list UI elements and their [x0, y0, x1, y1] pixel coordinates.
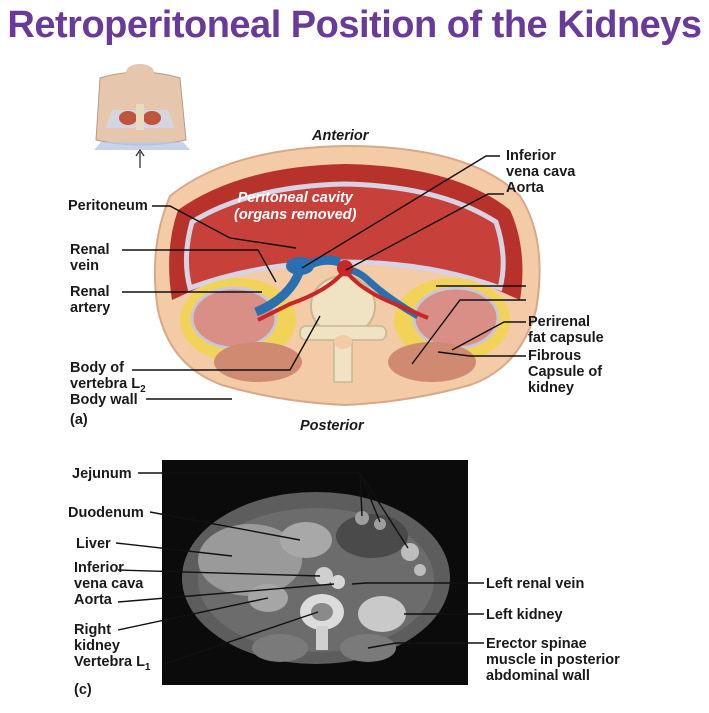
vertebra-l1-sub: 1	[144, 661, 151, 673]
leader-lines-c	[115, 472, 484, 665]
aorta-label-c: Aorta	[74, 592, 112, 608]
jejunum-label: Jejunum	[72, 466, 132, 482]
fibrous-line2: Capsule of	[528, 364, 603, 380]
renal-vein-line2: vein	[70, 258, 100, 274]
panel-a-label: (a)	[70, 412, 88, 428]
fibrous-capsule-label: Fibrous Capsule of kidney	[528, 348, 602, 396]
posterior-label: Posterior	[300, 418, 364, 434]
erector-spinae-label: Erector spinae muscle in posterior abdom…	[486, 636, 620, 684]
liver-label: Liver	[76, 536, 111, 552]
right-kidney-line1: Right	[74, 622, 112, 638]
ivc-a-line2: vena cava	[506, 164, 576, 180]
erector-line1: Erector spinae	[486, 636, 587, 652]
right-kidney-label: Right kidney Vertebra L1	[74, 622, 150, 676]
renal-vein-line1: Renal	[70, 242, 110, 258]
ivc-c-line1: Inferior	[74, 560, 124, 576]
ivc-label-c: Inferior vena cava Aorta	[74, 560, 143, 608]
leader-lines-a	[122, 155, 526, 400]
fibrous-line1: Fibrous	[528, 348, 582, 364]
peritoneal-cavity-line1: Peritoneal cavity	[237, 190, 353, 206]
fibrous-line3: kidney	[528, 380, 574, 396]
body-vertebra-sub: 2	[140, 383, 146, 395]
renal-artery-line1: Renal	[70, 284, 110, 300]
page-title: Retroperitoneal Position of the Kidneys	[7, 4, 702, 46]
renal-vein-label: Renal vein	[70, 242, 110, 274]
body-wall-label: Body wall	[70, 392, 138, 408]
body-vertebra-line1: Body of	[70, 360, 124, 376]
ivc-label-a: Inferior vena cava Aorta	[506, 148, 575, 196]
erector-line3: abdominal wall	[486, 668, 590, 684]
left-kidney-label: Left kidney	[486, 607, 563, 623]
vertebra-l1-label: Vertebra L	[74, 654, 145, 670]
perirenal-line1: Perirenal	[528, 314, 591, 330]
perirenal-line2: fat capsule	[528, 330, 604, 346]
left-renal-vein-label: Left renal vein	[486, 576, 585, 592]
cross-section	[153, 144, 541, 407]
erector-line2: muscle in posterior	[486, 652, 620, 668]
ivc-a-line1: Inferior	[506, 148, 556, 164]
peritoneum-label: Peritoneum	[68, 198, 148, 214]
panel-c-label: (c)	[74, 682, 92, 698]
peritoneal-cavity-label: Peritoneal cavity (organs removed)	[234, 190, 356, 224]
renal-artery-label: Renal artery	[70, 284, 110, 316]
ivc-c-line2: vena cava	[74, 576, 144, 592]
aorta-label-a: Aorta	[506, 180, 544, 196]
right-kidney-line2: kidney	[74, 638, 120, 654]
body-vertebra-line2: vertebra L	[70, 376, 141, 392]
perirenal-fat-label: Perirenal fat capsule	[528, 314, 604, 346]
torso-thumbnail	[94, 64, 190, 168]
renal-artery-line2: artery	[70, 300, 111, 316]
duodenum-label: Duodenum	[68, 505, 144, 521]
anterior-label: Anterior	[312, 128, 369, 144]
body-vertebra-label: Body of vertebra L2	[70, 360, 146, 398]
peritoneal-cavity-line2: (organs removed)	[234, 207, 357, 223]
